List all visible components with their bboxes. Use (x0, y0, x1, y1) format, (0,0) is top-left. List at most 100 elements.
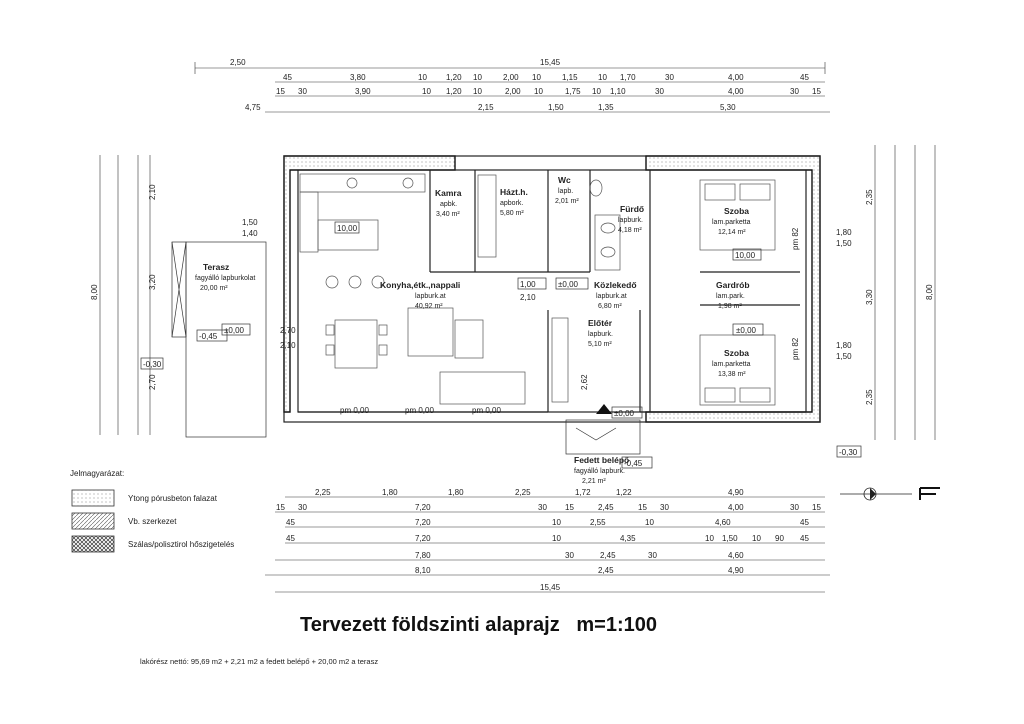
dim-bot-r3-4: 10 (645, 518, 654, 527)
wardrobe-name: Gardrób (716, 280, 750, 290)
bath-area: 4,18 m² (618, 227, 642, 234)
legend-swatch-concrete (71, 512, 115, 530)
dim-top-r2-0: 15 (276, 87, 285, 96)
window-label-bed2-a: 1,80 (836, 341, 852, 350)
hall-level: ±0,00 (558, 280, 579, 289)
area-footnote: lakórész nettó: 95,69 m2 + 2,21 m2 a fed… (140, 657, 378, 666)
dim-top-r1-2: 10 (418, 73, 427, 82)
dim-top-r1-9: 1,70 (620, 73, 636, 82)
dim-bot-r6-0: 8,10 (415, 566, 431, 575)
dim-top-overall: 15,45 (540, 58, 561, 67)
drawing-title: Tervezett földszinti alaprajz m=1:100 (300, 614, 657, 636)
dim-bot-r5-1: 30 (565, 551, 574, 560)
dim-top-r1-8: 10 (598, 73, 607, 82)
wc-finish: lapb. (558, 188, 573, 195)
dim-top-r1-10: 30 (665, 73, 674, 82)
pm-label-1: pm 0,00 (340, 406, 369, 415)
legend-swatch-ytong (71, 489, 115, 507)
terrace: Terasz fagyálló lapburkolat 20,00 m² -0,… (140, 241, 267, 438)
entry-door-height: 2,62 (580, 374, 589, 390)
pantry-finish: apbk. (440, 201, 457, 208)
dim-top-r3-4: 5,30 (720, 103, 736, 112)
pm-label-3: pm 0,00 (472, 406, 501, 415)
window-label-2: 1,40 (242, 229, 258, 238)
dim-top-r1-0: 45 (283, 73, 292, 82)
dim-bot-r4-1: 7,20 (415, 534, 431, 543)
dim-right-3: 8,00 (925, 284, 934, 300)
porch-finish: fagyálló lapburk. (574, 468, 625, 475)
dim-bot-r5-4: 4,60 (728, 551, 744, 560)
legend-title: Jelmagyarázat: (70, 469, 124, 478)
door-label-terrace-1: 2,70 (280, 326, 296, 335)
dim-bot-r4-4: 10 (705, 534, 714, 543)
legend-label-concrete: Vb. szerkezet (128, 517, 177, 526)
utility-area: 5,80 m² (500, 210, 524, 217)
bedroom1-finish: lam.parketta (712, 219, 751, 226)
window-label-bed1-a: 1,80 (836, 228, 852, 237)
bedroom1-ceiling: 10,00 (735, 251, 756, 260)
dim-bot-r2-5: 2,45 (598, 503, 614, 512)
dim-top-r1-3: 1,20 (446, 73, 462, 82)
dim-right-2: 2,35 (865, 389, 874, 405)
terrace-level: -0,45 (199, 332, 218, 341)
window-label-bed2-b: 1,50 (836, 352, 852, 361)
bottom-dimensions: 2,25 1,80 1,80 2,25 1,72 1,22 4,90 15 30… (265, 488, 830, 593)
dim-bot-r1-2: 1,80 (448, 488, 464, 497)
bath-finish: lapburk. (618, 217, 643, 224)
dim-bot-r4-6: 10 (752, 534, 761, 543)
porch-name: Fedett belépő (574, 455, 629, 465)
service-rooms: Kamra apbk. 3,40 m² Házt.h. apbork. 5,80… (435, 174, 644, 271)
dim-top-r2-11: 30 (655, 87, 664, 96)
dim-bot-r6-1: 2,45 (598, 566, 614, 575)
dim-top-r1-4: 10 (473, 73, 482, 82)
dim-bot-r4-0: 45 (286, 534, 295, 543)
bedroom1-area: 12,14 m² (718, 229, 746, 236)
terrace-finish: fagyálló lapburkolat (195, 275, 255, 282)
dim-left-3: 8,00 (90, 284, 99, 300)
porch-area: 2,21 m² (582, 478, 606, 485)
entry-area: 5,10 m² (588, 341, 612, 348)
dim-bot-r3-1: 7,20 (415, 518, 431, 527)
dim-bot-r2-3: 30 (538, 503, 547, 512)
dim-bot-r2-6: 15 (638, 503, 647, 512)
living-name: Konyha,étk.,nappali (380, 280, 460, 290)
terrace-area: 20,00 m² (200, 285, 228, 292)
bedroom1-name: Szoba (724, 206, 749, 216)
dim-top-r3-1: 2,15 (478, 103, 494, 112)
dim-top-r2-13: 30 (790, 87, 799, 96)
living-area: 40,92 m² (415, 303, 443, 310)
living-finish: lapburk.at (415, 293, 446, 300)
dim-bot-r1-5: 1,22 (616, 488, 632, 497)
dim-bot-r1-1: 1,80 (382, 488, 398, 497)
dim-top-r1-1: 3,80 (350, 73, 366, 82)
ceiling-label-kitchen: 10,00 (337, 224, 358, 233)
dim-bot-r2-7: 30 (660, 503, 669, 512)
dim-top-r3-3: 1,35 (598, 103, 614, 112)
dim-bot-r1-3: 2,25 (515, 488, 531, 497)
dim-top-left: 2,50 (230, 58, 246, 67)
living-level: ±0,00 (224, 326, 245, 335)
circulation: Közlekedő lapburk.at 6,80 m² ±0,00 1,00 … (517, 277, 750, 419)
dim-bot-r4-3: 4,35 (620, 534, 636, 543)
bedroom2-area: 13,38 m² (718, 371, 746, 378)
pantry-name: Kamra (435, 188, 462, 198)
dim-bot-r2-4: 15 (565, 503, 574, 512)
bedroom2-level: ±0,00 (736, 326, 757, 335)
dim-top-r2-14: 15 (812, 87, 821, 96)
dim-top-r3-2: 1,50 (548, 103, 564, 112)
dim-top-r2-10: 1,10 (610, 87, 626, 96)
site-level-right: -0,30 (839, 448, 858, 457)
dim-top-r1-6: 10 (532, 73, 541, 82)
hall-finish: lapburk.at (596, 293, 627, 300)
hall-area: 6,80 m² (598, 303, 622, 310)
dim-bot-r4-2: 10 (552, 534, 561, 543)
wc-name: Wc (558, 175, 571, 185)
hall-name: Közlekedő (594, 280, 637, 290)
legend-label-insulation: Szálas/polisztirol hőszigetelés (128, 540, 234, 549)
dim-bot-r3-3: 2,55 (590, 518, 606, 527)
dim-bot-r3-5: 4,60 (715, 518, 731, 527)
dim-top-r2-5: 10 (473, 87, 482, 96)
dim-bot-r2-8: 4,00 (728, 503, 744, 512)
dim-bot-r3-0: 45 (286, 518, 295, 527)
